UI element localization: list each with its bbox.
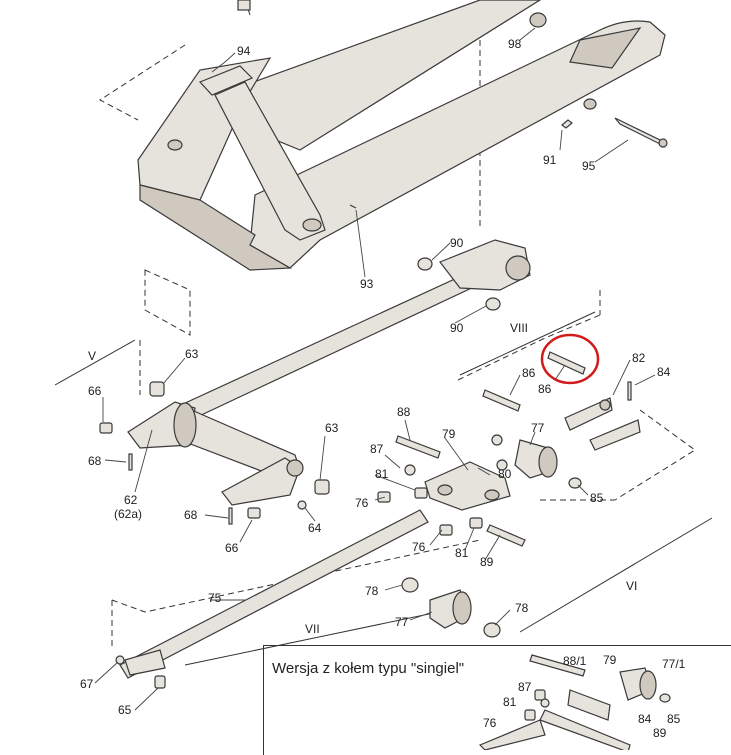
label-79-variant: 79: [603, 653, 617, 667]
group-label-vii: VII: [305, 622, 320, 636]
label-85-variant: 85: [667, 712, 681, 726]
v-group-bracket: [54, 339, 136, 386]
label-67: 67: [80, 677, 94, 691]
vi-group-outline: [540, 409, 696, 501]
vi-group-bracket: [519, 517, 713, 633]
wheel-bracket-assembly: [377, 351, 641, 638]
v-group-outline: [139, 269, 191, 395]
label-89-variant: 89: [653, 726, 667, 740]
label-76-variant: 76: [483, 716, 497, 730]
label-77-bottom: 77: [395, 615, 409, 629]
variant-parts: [478, 654, 671, 750]
label-81-variant: 81: [503, 695, 517, 709]
viii-group-outline: [457, 290, 601, 381]
group-label-viii: VIII: [510, 321, 528, 335]
vii-group-bracket: [184, 609, 449, 666]
label-84-variant: 84: [638, 712, 652, 726]
label-63-left: 63: [185, 347, 199, 361]
variant-title: Wersja z kołem typu "singiel": [272, 660, 465, 677]
label-79: 79: [442, 427, 456, 441]
label-90-bottom: 90: [450, 321, 464, 335]
axle-assembly: [99, 239, 531, 689]
vii-group-outline: [111, 539, 481, 650]
label-88: 88: [397, 405, 411, 419]
label-85: 85: [590, 491, 604, 505]
label-77-1: 77/1: [662, 657, 686, 671]
label-78-right: 78: [515, 601, 529, 615]
label-86-right: 86: [538, 382, 552, 396]
label-64: 64: [308, 521, 322, 535]
variant-inset-box: [263, 645, 731, 755]
label-66-left: 66: [88, 384, 102, 398]
label-95: 95: [582, 159, 596, 173]
label-87: 87: [370, 442, 384, 456]
part-labels: 94 98 91 95 93 90 90 63 63 66 66 68 68 6…: [80, 37, 686, 740]
label-86-left: 86: [522, 366, 536, 380]
label-63-right: 63: [325, 421, 339, 435]
label-68-left: 68: [88, 454, 102, 468]
label-91: 91: [543, 153, 557, 167]
label-78-left: 78: [365, 584, 379, 598]
label-93: 93: [360, 277, 374, 291]
fork-frame: [137, 0, 668, 271]
label-81-bottom: 81: [455, 546, 469, 560]
leader-lines: [94, 27, 656, 711]
group-label-v: V: [88, 349, 96, 363]
label-90-top: 90: [450, 236, 464, 250]
label-89: 89: [480, 555, 494, 569]
label-62: 62: [124, 493, 138, 507]
label-65: 65: [118, 703, 132, 717]
label-77-top: 77: [531, 421, 545, 435]
label-88-1: 88/1: [563, 654, 587, 668]
label-87-variant: 87: [518, 680, 532, 694]
label-94: 94: [237, 44, 251, 58]
label-82: 82: [632, 351, 646, 365]
group-label-vi: VI: [626, 579, 637, 593]
label-62a: (62a): [114, 507, 142, 521]
label-68-right: 68: [184, 508, 198, 522]
label-66-right: 66: [225, 541, 239, 555]
label-81-top: 81: [375, 467, 389, 481]
highlight-circle: [540, 333, 600, 385]
viii-group-bracket: [459, 311, 596, 376]
label-75: 75: [208, 591, 222, 605]
label-76-left: 76: [355, 496, 369, 510]
label-98: 98: [508, 37, 522, 51]
label-84: 84: [657, 365, 671, 379]
label-80: 80: [498, 467, 512, 481]
label-76-bottom: 76: [412, 540, 426, 554]
